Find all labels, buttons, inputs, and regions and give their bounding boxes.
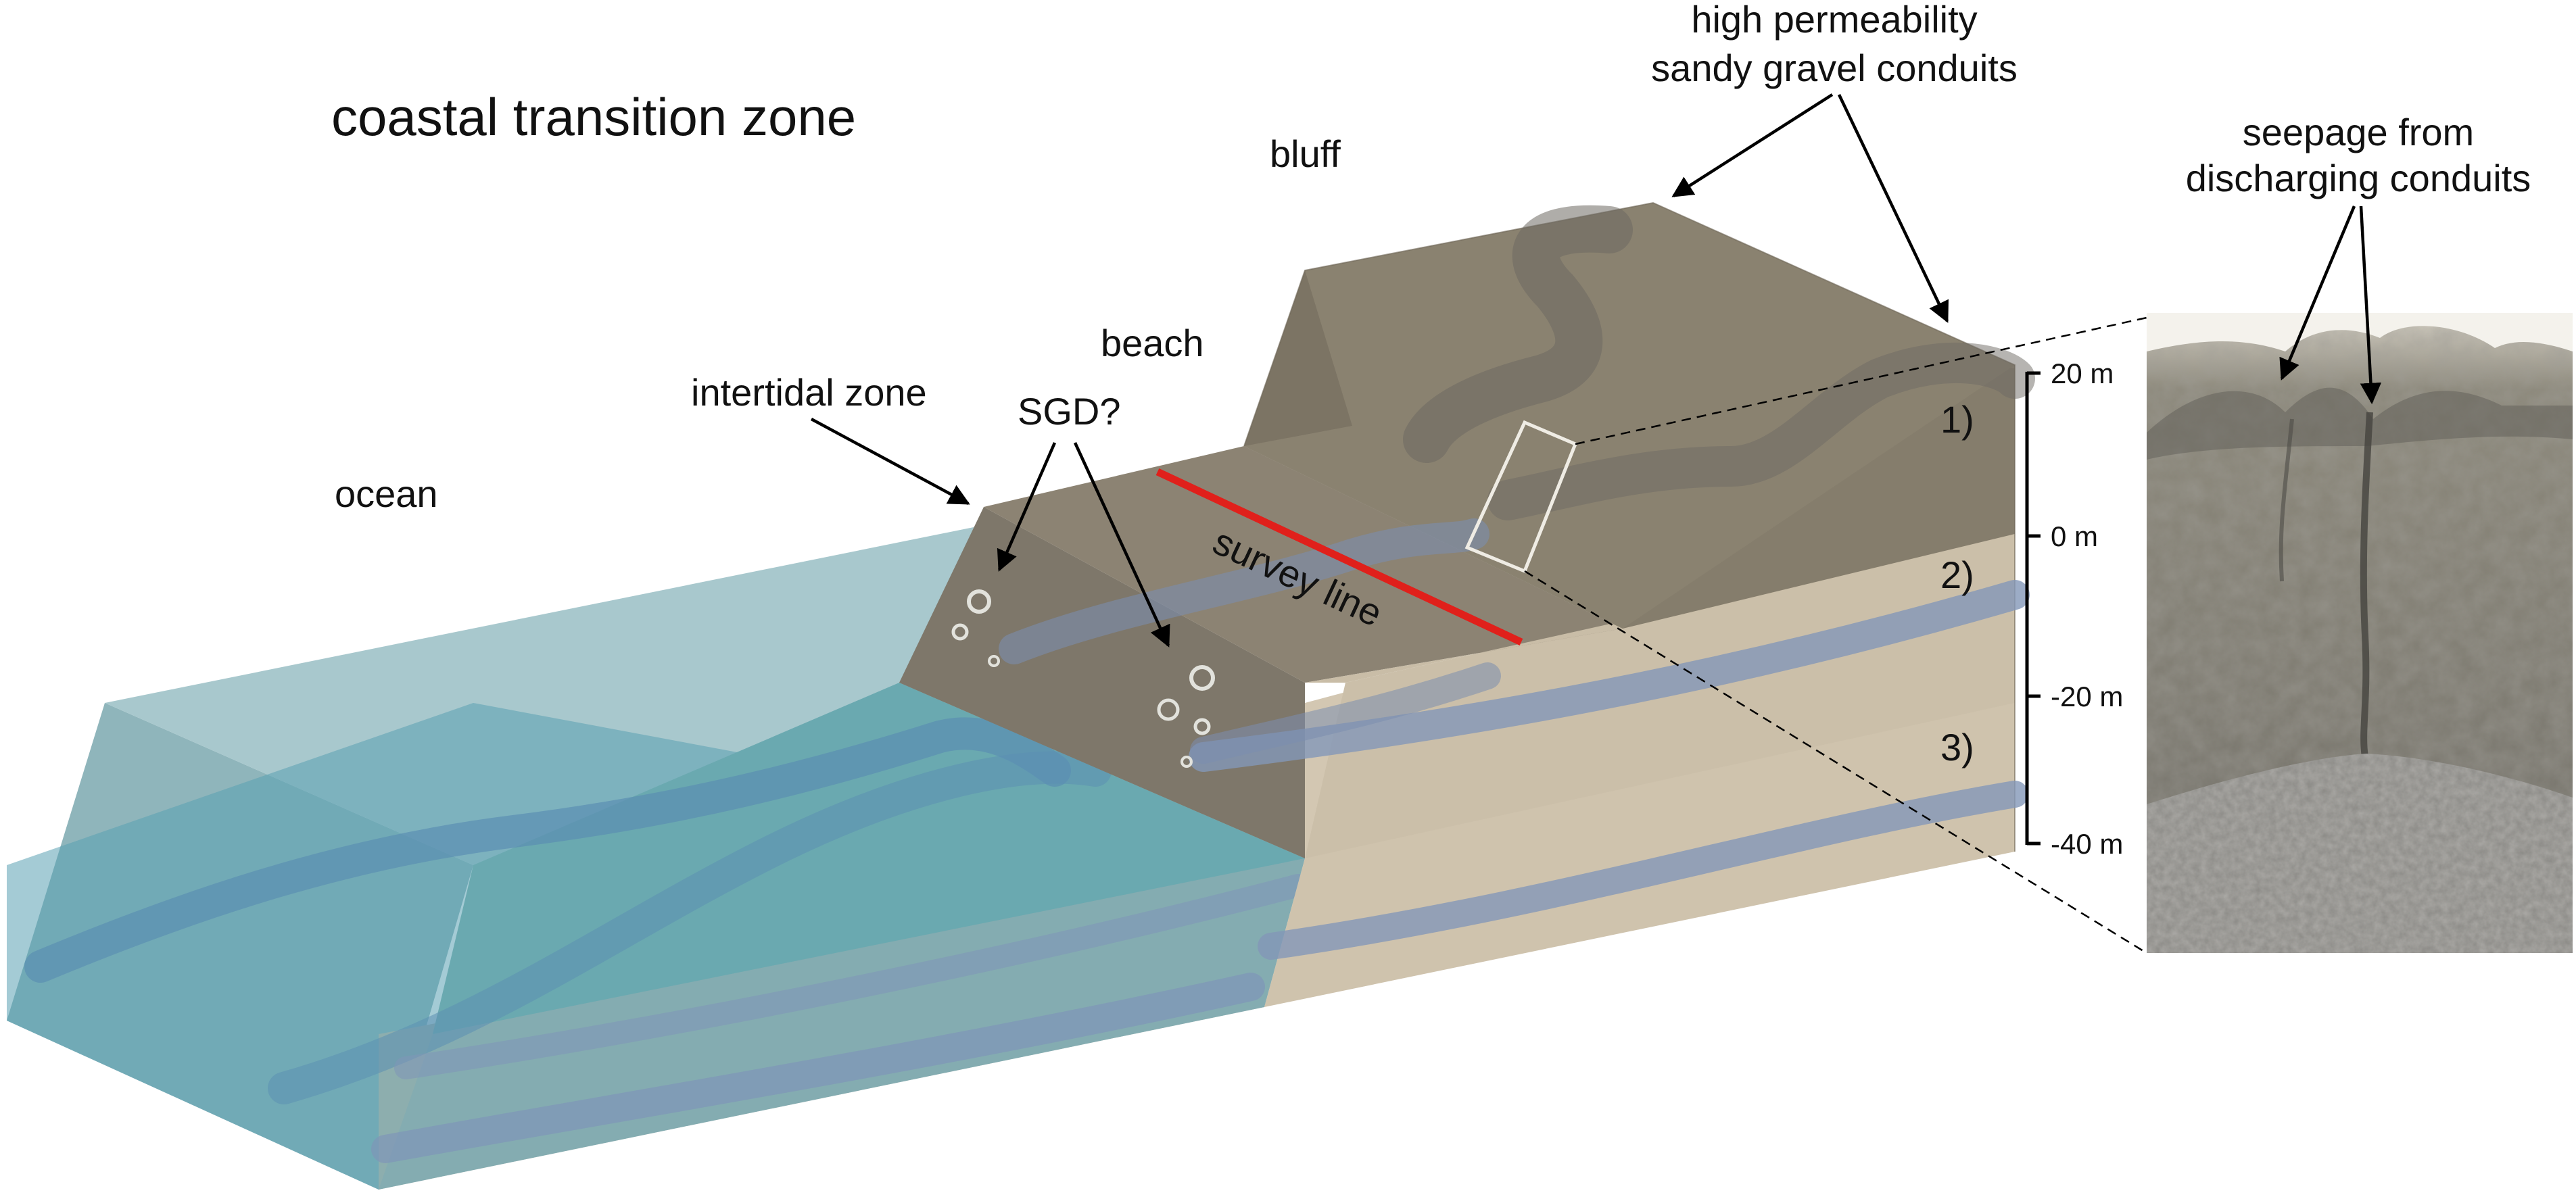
arrow-intertidal	[810, 418, 970, 505]
label-ocean: ocean	[335, 472, 438, 515]
bubble	[967, 589, 991, 614]
arrow-sgd-right	[1073, 442, 1170, 648]
bubble	[1180, 756, 1193, 768]
bluff-conduit-1	[1403, 205, 1633, 463]
scale-label-20: 20 m	[2051, 358, 2114, 389]
ocean-conduit-4	[394, 874, 1310, 1079]
photo-crack-2	[2279, 418, 2294, 582]
label-sgd: SGD?	[1018, 390, 1121, 433]
layer-3-label: 3)	[1940, 726, 1974, 768]
label-intertidal-zone: intertidal zone	[691, 371, 927, 414]
bluff-edges	[1243, 201, 2016, 852]
layer-1-label: 1)	[1940, 398, 1974, 441]
survey-line-marker	[1155, 468, 1523, 645]
layer-2-label: 2)	[1940, 554, 1974, 596]
photo-ridge-shadow	[2147, 387, 2573, 460]
ocean-conduit-2	[268, 751, 1112, 1104]
beach-conduit	[999, 518, 1489, 664]
ocean-conduit-1	[24, 717, 1071, 983]
label-seepage-line1: seepage from	[2243, 111, 2474, 153]
bubble	[1193, 718, 1211, 735]
label-bluff: bluff	[1270, 132, 1341, 175]
sgd-bubbles	[951, 589, 1215, 768]
bubble	[951, 623, 969, 641]
beach-conduit-2	[1190, 662, 1501, 764]
bluff-conduit-2	[1487, 342, 2035, 520]
label-seepage-line2: discharging conduits	[2186, 157, 2531, 199]
inset-leader-top	[1575, 316, 2147, 445]
label-conduits-line2: sandy gravel conduits	[1651, 47, 2018, 89]
arrow-conduits-right	[1837, 94, 1949, 323]
annotation-arrows	[810, 93, 2382, 648]
diagram-title: coastal transition zone	[331, 87, 856, 147]
bubble	[988, 655, 1000, 667]
bubble	[1157, 698, 1180, 721]
scale-label-minus20: -20 m	[2051, 681, 2123, 712]
ocean-conduit-3	[371, 973, 1265, 1163]
bluff-right-face	[1244, 203, 2015, 629]
scale-label-minus40: -40 m	[2051, 828, 2123, 860]
inset-leader-bottom	[1524, 570, 2147, 954]
bluff-left-face	[1244, 270, 1352, 446]
label-conduits-line1: high permeability	[1691, 0, 1977, 41]
land-block	[899, 201, 2035, 1007]
arrow-conduits-left	[1671, 93, 1834, 197]
scale-label-0: 0 m	[2051, 520, 2098, 552]
layer-2-conduit	[1189, 580, 2030, 772]
photo-sky	[2147, 313, 2573, 351]
arrow-sgd-left	[997, 442, 1057, 572]
layer-3-conduit	[1258, 781, 2028, 960]
photo-crack	[2360, 412, 2373, 758]
arrow-seepage-left	[2279, 205, 2356, 381]
depth-scale: 20 m 0 m -20 m -40 m	[2025, 358, 2123, 860]
photo-talus-texture	[2147, 754, 2573, 953]
arrow-seepage-right	[2359, 205, 2382, 405]
bluff-photo	[2147, 313, 2573, 953]
label-beach: beach	[1101, 322, 1204, 364]
bubble	[1189, 665, 1215, 691]
